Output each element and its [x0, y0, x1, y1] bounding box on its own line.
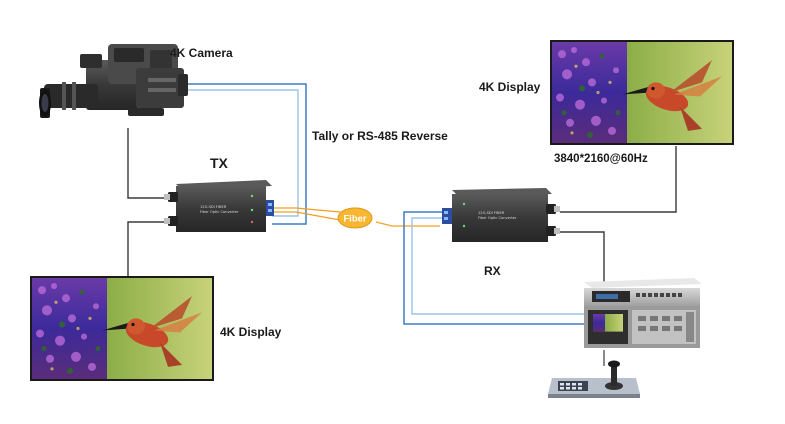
- camera-label: 4K Camera: [170, 46, 233, 60]
- tally-label: Tally or RS-485 Reverse: [312, 129, 448, 143]
- monitor-hummingbird-icon: [552, 42, 732, 143]
- resolution-label: 3840*2160@60Hz: [554, 153, 648, 165]
- video-cable-camera-to-tx: [127, 128, 176, 199]
- broadcast-camera-icon: [39, 44, 188, 118]
- ptz-joystick-controller-icon: [548, 360, 640, 398]
- fiber-label: Fiber: [343, 214, 367, 225]
- data-cable-rx-to-ccu-light: [411, 217, 584, 315]
- monitor-hummingbird-icon: [32, 278, 212, 379]
- video-cable-rx-to-ccu: [560, 231, 605, 282]
- data-cable-camera-to-tx-light: [182, 89, 299, 217]
- top-display-label: 4K Display: [479, 80, 541, 94]
- data-cable-rx-to-ccu-blue: [403, 211, 584, 325]
- svg-text:12G-SDI FIBER: 12G-SDI FIBER: [478, 211, 505, 215]
- video-cable-rx-to-top-display: [560, 146, 677, 213]
- fiber-transmitter-icon: 12G-SDI FIBER Fiber Optic Converter: [164, 180, 274, 232]
- fiber-receiver-icon: 12G-SDI FIBER Fiber Optic Converter: [442, 188, 560, 242]
- fiber-badge: Fiber: [337, 207, 373, 229]
- top-display: [550, 40, 734, 145]
- video-cable-tx-to-display: [127, 221, 176, 276]
- data-cable-camera-to-tx-blue: [182, 83, 307, 225]
- bottom-display: [30, 276, 214, 381]
- rx-label: RX: [484, 264, 501, 278]
- svg-text:Fiber Optic Converter: Fiber Optic Converter: [478, 216, 517, 220]
- svg-text:12G-SDI FIBER: 12G-SDI FIBER: [200, 205, 227, 209]
- camera-control-unit-icon: [584, 278, 702, 348]
- tx-label: TX: [210, 155, 229, 171]
- bottom-display-label: 4K Display: [220, 325, 282, 339]
- svg-text:Fiber Optic Converter: Fiber Optic Converter: [200, 210, 239, 214]
